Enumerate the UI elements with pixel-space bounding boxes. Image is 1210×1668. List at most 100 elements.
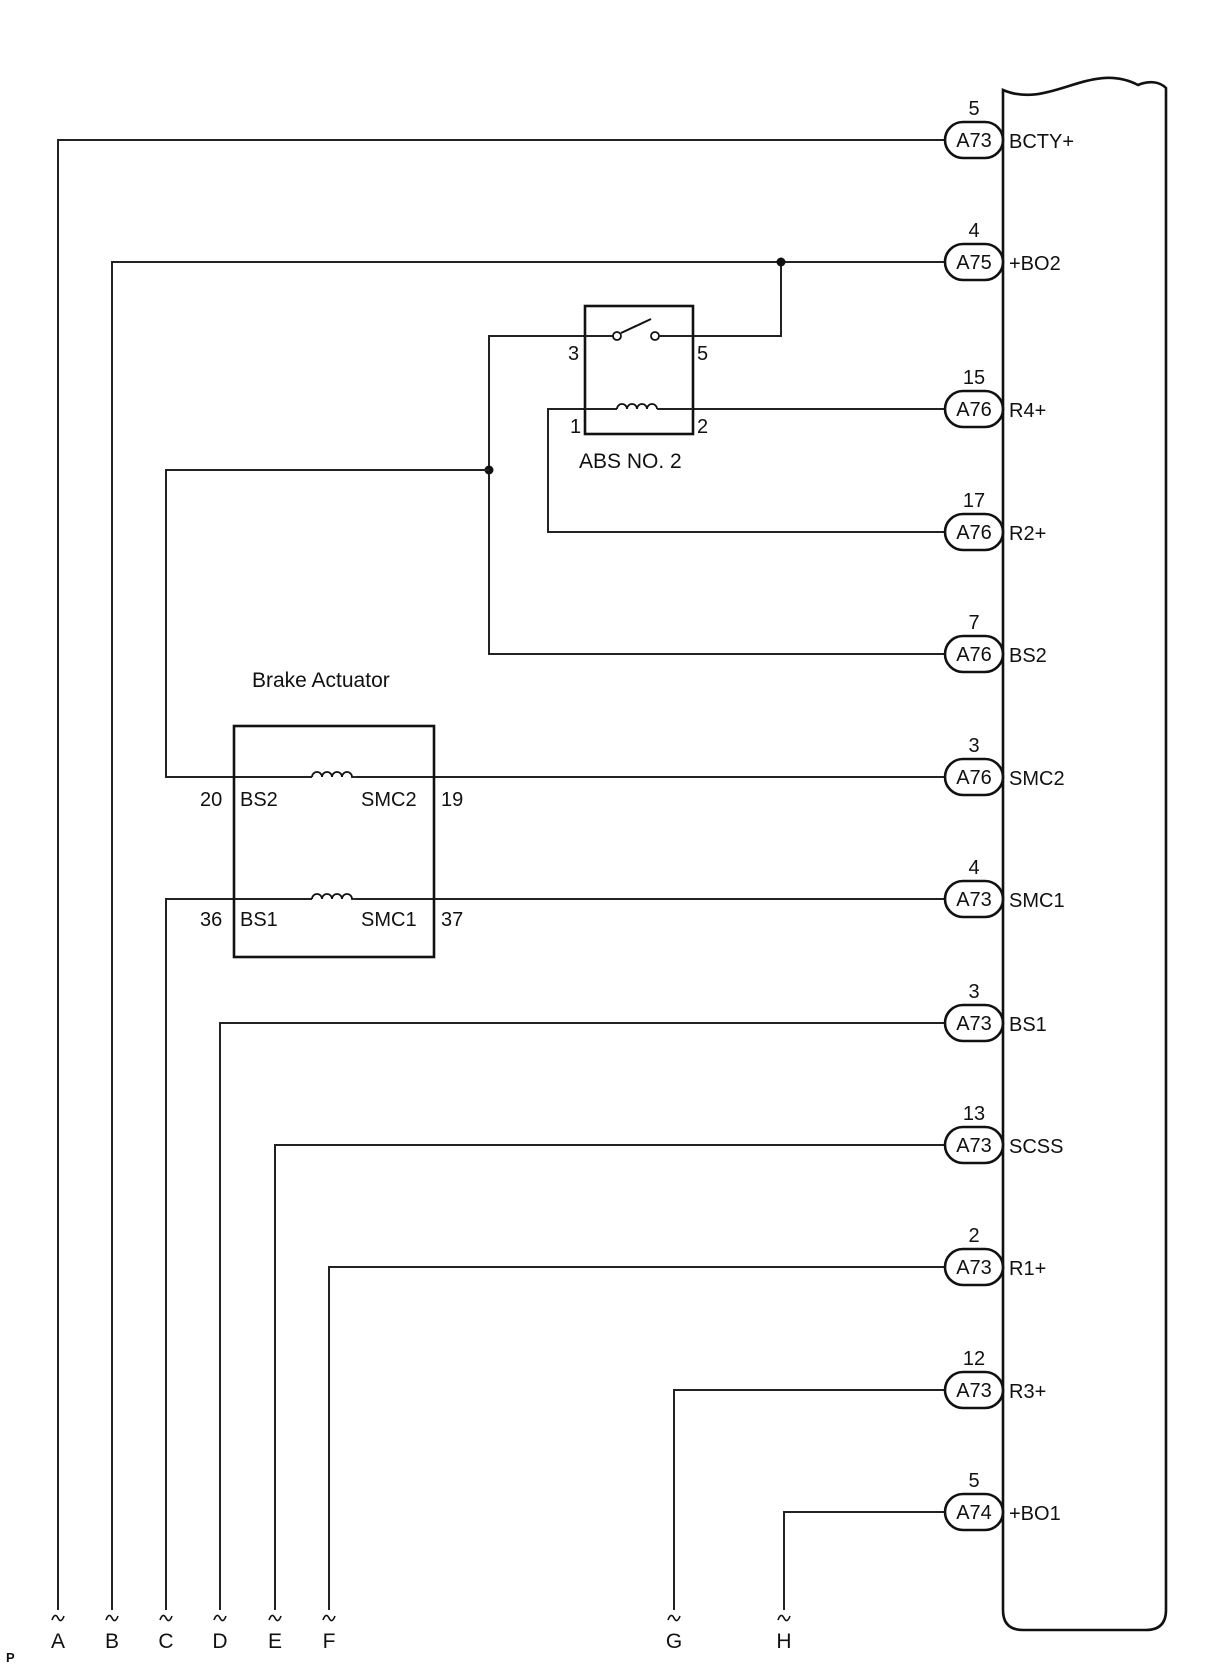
connector-oval — [943, 512, 1005, 552]
actuator-label-smc1: SMC1 — [361, 909, 417, 931]
ecu-signal-name: BS1 — [1009, 1014, 1047, 1036]
ecu-signal-name: R4+ — [1009, 400, 1046, 422]
ecu-connector-id: A76 — [956, 767, 992, 789]
continuation-label: A — [51, 1630, 65, 1653]
actuator-pin-20: 20 — [200, 789, 222, 811]
ecu-pin-number: 7 — [968, 612, 979, 634]
wire-relay-pin5 — [665, 262, 782, 337]
wire-d-bs1 — [219, 1022, 945, 1610]
ecu-signal-name: SCSS — [1009, 1136, 1063, 1158]
relay-switch-blade — [620, 318, 652, 334]
wire-relay-pin1 — [547, 408, 945, 533]
connector-oval — [943, 757, 1005, 797]
relay-pin-2: 2 — [697, 416, 708, 438]
wire-h-bo1 — [783, 1511, 945, 1610]
continuation-label: H — [776, 1630, 791, 1653]
continuation-label: F — [323, 1630, 336, 1653]
continuation-break-icon — [159, 1614, 173, 1622]
ecu-signal-name: R3+ — [1009, 1381, 1046, 1403]
relay-name: ABS NO. 2 — [579, 450, 682, 473]
continuation-break-icon — [213, 1614, 227, 1622]
ecu-signal-name: SMC2 — [1009, 768, 1065, 790]
continuation-label: D — [212, 1630, 227, 1653]
junction-bo2 — [776, 257, 786, 267]
relay-pin-3: 3 — [568, 343, 579, 365]
connector-oval — [943, 879, 1005, 919]
relay-abs-no2-box — [583, 304, 695, 436]
relay-pin-1: 1 — [570, 416, 581, 438]
relay-contact-left — [612, 331, 622, 341]
actuator-label-bs2: BS2 — [240, 789, 278, 811]
ecu-pin-number: 4 — [968, 220, 979, 242]
ecu-connector-id: A73 — [956, 1013, 992, 1035]
ecu-connector-id: A73 — [956, 889, 992, 911]
connector-oval — [943, 389, 1005, 429]
brake-actuator-box — [232, 724, 436, 959]
ecu-connector-id: A76 — [956, 522, 992, 544]
wire-e-scss — [274, 1144, 945, 1610]
continuation-break-icon — [51, 1614, 65, 1622]
actuator-pin-19: 19 — [441, 789, 463, 811]
ecu-signal-name: BCTY+ — [1009, 131, 1074, 153]
continuation-label: C — [158, 1630, 173, 1653]
ecu-connector-id: A73 — [956, 1135, 992, 1157]
connector-oval — [943, 634, 1005, 674]
relay-contact-right — [650, 331, 660, 341]
continuation-break-icon — [777, 1614, 791, 1622]
ecu-signal-name: +BO2 — [1009, 253, 1061, 275]
wire-a-bcty — [57, 139, 945, 1610]
wire-actuator-bs2 — [165, 469, 489, 778]
connector-oval — [943, 242, 1005, 282]
actuator-label-smc2: SMC2 — [361, 789, 417, 811]
wire-f-r1 — [328, 1266, 945, 1610]
ecu-signal-name: SMC1 — [1009, 890, 1065, 912]
ecu-connector-id: A74 — [956, 1502, 992, 1524]
ecu-pin-number: 4 — [968, 857, 979, 879]
ecu-connector-id: A73 — [956, 130, 992, 152]
relay-pin-5: 5 — [697, 343, 708, 365]
wire-relay-pin3 — [488, 335, 945, 655]
actuator-coil-2-icon — [311, 771, 356, 778]
ecu-signal-name: BS2 — [1009, 645, 1047, 667]
wire-b-bo2 — [111, 261, 945, 1610]
ecu-connector-id: A73 — [956, 1380, 992, 1402]
continuation-label: G — [666, 1630, 682, 1653]
actuator-coil-1-icon — [311, 893, 356, 900]
continuation-break-icon — [105, 1614, 119, 1622]
connector-oval — [943, 1247, 1005, 1287]
relay-coil-icon — [616, 403, 658, 410]
actuator-pin-36: 36 — [200, 909, 222, 931]
actuator-name: Brake Actuator — [252, 669, 390, 692]
corner-mark: P — [6, 1650, 15, 1665]
ecu-pin-number: 3 — [968, 981, 979, 1003]
ecu-pin-number: 15 — [963, 367, 985, 389]
actuator-pin-37: 37 — [441, 909, 463, 931]
ecu-pin-number: 17 — [963, 490, 985, 512]
actuator-label-bs1: BS1 — [240, 909, 278, 931]
continuation-break-icon — [322, 1614, 336, 1622]
ecu-connector-id: A76 — [956, 399, 992, 421]
continuation-label: E — [268, 1630, 282, 1653]
ecu-signal-name: R1+ — [1009, 1258, 1046, 1280]
ecu-pin-number: 13 — [963, 1103, 985, 1125]
connector-oval — [943, 1370, 1005, 1410]
ecu-signal-name: +BO1 — [1009, 1503, 1061, 1525]
connector-oval — [943, 1125, 1005, 1165]
wire-g-r3 — [673, 1389, 945, 1610]
connector-oval — [943, 1003, 1005, 1043]
ecu-pin-number: 12 — [963, 1348, 985, 1370]
ecu-pin-number: 5 — [968, 1470, 979, 1492]
connector-oval — [943, 120, 1005, 160]
ecu-pin-number: 5 — [968, 98, 979, 120]
continuation-break-icon — [268, 1614, 282, 1622]
ecu-body — [1001, 76, 1168, 1632]
wire-c-bs1 — [165, 898, 312, 1610]
ecu-pin-number: 2 — [968, 1225, 979, 1247]
connector-oval — [943, 1492, 1005, 1532]
ecu-connector-id: A76 — [956, 644, 992, 666]
ecu-pin-number: 3 — [968, 735, 979, 757]
ecu-connector-id: A73 — [956, 1257, 992, 1279]
